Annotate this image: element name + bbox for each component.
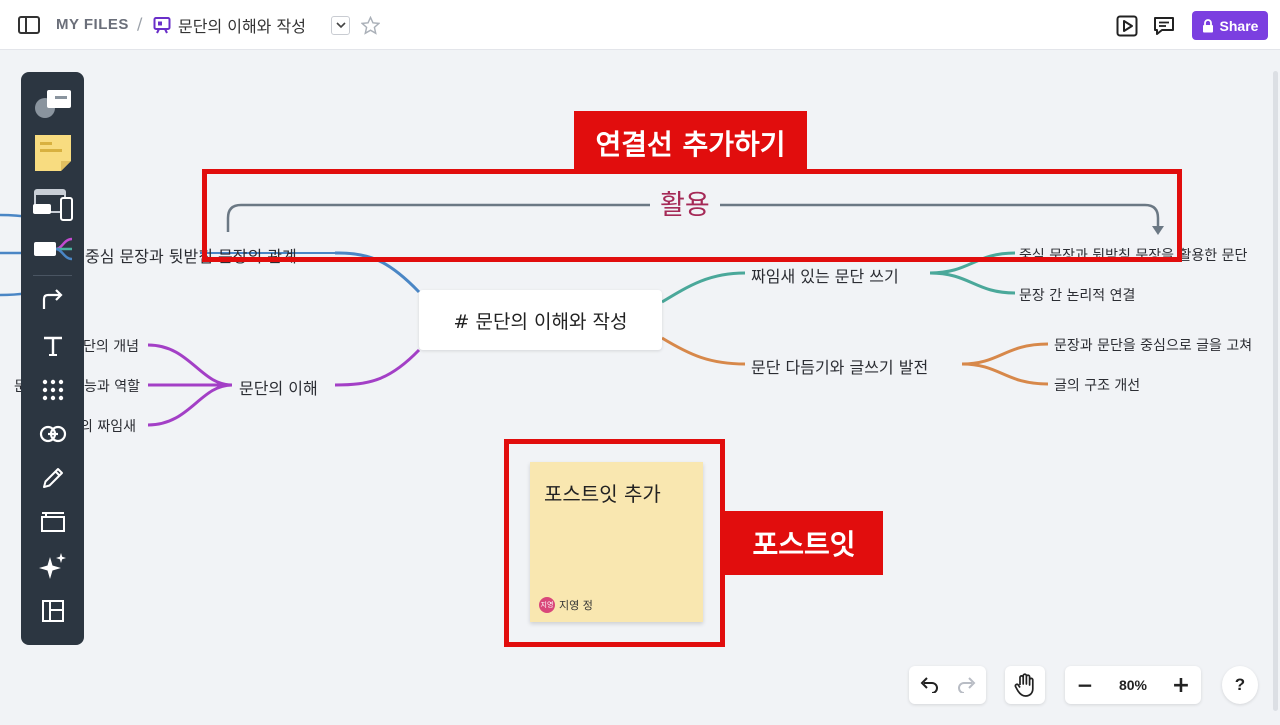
- breadcrumb-separator: /: [137, 14, 143, 33]
- connector-arrow-tool-icon[interactable]: [21, 284, 84, 316]
- hand-icon: [1014, 673, 1034, 697]
- connector-callout-label: 연결선 추가하기: [574, 111, 807, 174]
- link-tool-icon[interactable]: [21, 418, 84, 450]
- lock-icon: [1202, 18, 1213, 32]
- present-play-icon[interactable]: [1114, 13, 1140, 38]
- frame-tool-icon[interactable]: [21, 506, 84, 538]
- avatar: 지영: [539, 597, 555, 613]
- connector-highlight-box: [202, 169, 1182, 262]
- node-right-top[interactable]: 짜임새 있는 문단 쓰기: [751, 267, 899, 286]
- title-dropdown-chevron-icon[interactable]: [331, 16, 350, 35]
- undo-redo-group: [909, 666, 986, 704]
- node-right-top-child-2[interactable]: 문장 간 논리적 연결: [1019, 288, 1136, 304]
- mindmap-root-node[interactable]: # 문단의 이해와 작성: [419, 290, 662, 350]
- breadcrumb-my-files[interactable]: MY FILES: [56, 16, 129, 33]
- node-right-bottom[interactable]: 문단 다듬기와 글쓰기 발전: [751, 358, 929, 377]
- template-layout-tool-icon[interactable]: [21, 594, 84, 628]
- node-left-mid-child-3[interactable]: 의 짜임새: [80, 419, 136, 435]
- device-frame-tool-icon[interactable]: [21, 184, 84, 226]
- zoom-in-button[interactable]: +: [1171, 672, 1191, 698]
- top-header: MY FILES / 문단의 이해와 작성 Share: [0, 0, 1280, 50]
- postit-callout-label: 포스트잇: [725, 511, 883, 575]
- vertical-scrollbar[interactable]: [1271, 51, 1280, 725]
- mindmap-tool-icon[interactable]: [21, 232, 84, 268]
- node-right-bottom-child-1[interactable]: 문장과 문단을 중심으로 글을 고쳐: [1054, 338, 1253, 354]
- sticky-note-text[interactable]: 포스트잇 추가: [544, 482, 661, 506]
- toolbar-divider: [33, 275, 72, 276]
- node-right-bottom-child-2[interactable]: 글의 구조 개선: [1054, 378, 1141, 394]
- document-title[interactable]: 문단의 이해와 작성: [178, 17, 306, 36]
- left-toolbar: [21, 72, 84, 645]
- branch-left-mid: [334, 348, 421, 387]
- pen-draw-tool-icon[interactable]: [21, 462, 84, 494]
- comment-shape-tool-icon[interactable]: [21, 84, 84, 122]
- share-label: Share: [1219, 17, 1259, 34]
- node-left-mid-child-2[interactable]: 능과 역할: [84, 379, 140, 395]
- sidebar-toggle-icon[interactable]: [16, 13, 42, 37]
- sticky-note[interactable]: 포스트잇 추가 지영 지영 정: [530, 462, 703, 622]
- connector-label[interactable]: 활용: [650, 183, 720, 222]
- scrollbar-thumb[interactable]: [1273, 71, 1278, 711]
- ai-sparkle-tool-icon[interactable]: [21, 550, 84, 584]
- undo-icon[interactable]: [910, 677, 948, 693]
- pan-hand-button[interactable]: [1005, 666, 1045, 704]
- comments-icon[interactable]: [1151, 13, 1177, 38]
- grid-apps-tool-icon[interactable]: [21, 374, 84, 406]
- redo-icon[interactable]: [948, 677, 986, 693]
- connector-arrowhead: [1152, 226, 1164, 235]
- author-name: 지영 정: [559, 599, 593, 612]
- favorite-star-icon[interactable]: [360, 15, 381, 36]
- zoom-out-button[interactable]: −: [1076, 673, 1094, 697]
- node-left-mid[interactable]: 문단의 이해: [239, 379, 318, 398]
- branch-right-bottom: [661, 336, 746, 366]
- share-button[interactable]: Share: [1192, 11, 1268, 40]
- zoom-level[interactable]: 80%: [1118, 677, 1148, 693]
- board-icon: [152, 15, 172, 35]
- node-left-mid-child-1[interactable]: 단의 개념: [83, 339, 139, 355]
- postit-highlight-box: [504, 439, 725, 647]
- help-icon: ?: [1234, 675, 1246, 694]
- zoom-control: − 80% +: [1065, 666, 1201, 704]
- sticky-note-author: 지영 지영 정: [539, 597, 593, 613]
- branch-right-top: [661, 271, 746, 304]
- sticky-note-tool-icon[interactable]: [21, 132, 84, 174]
- text-tool-icon[interactable]: [21, 330, 84, 362]
- help-button[interactable]: ?: [1222, 666, 1258, 704]
